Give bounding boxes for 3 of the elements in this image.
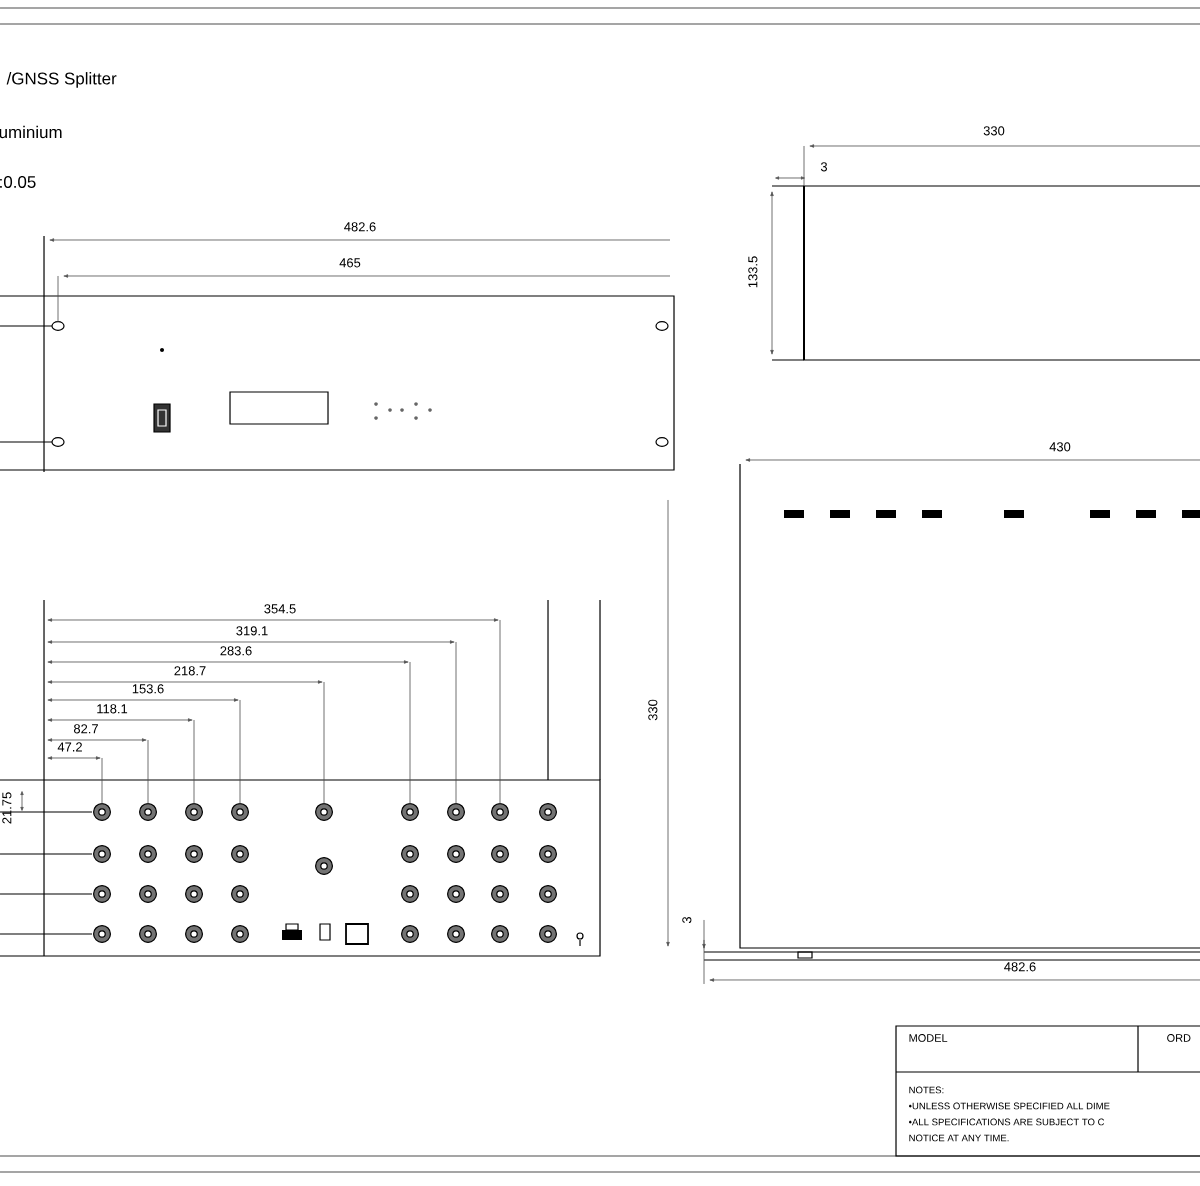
material-text: uminium — [0, 125, 62, 139]
tolerance-text: :0.05 — [0, 176, 36, 188]
title-text: /GNSS Splitter — [6, 72, 117, 88]
